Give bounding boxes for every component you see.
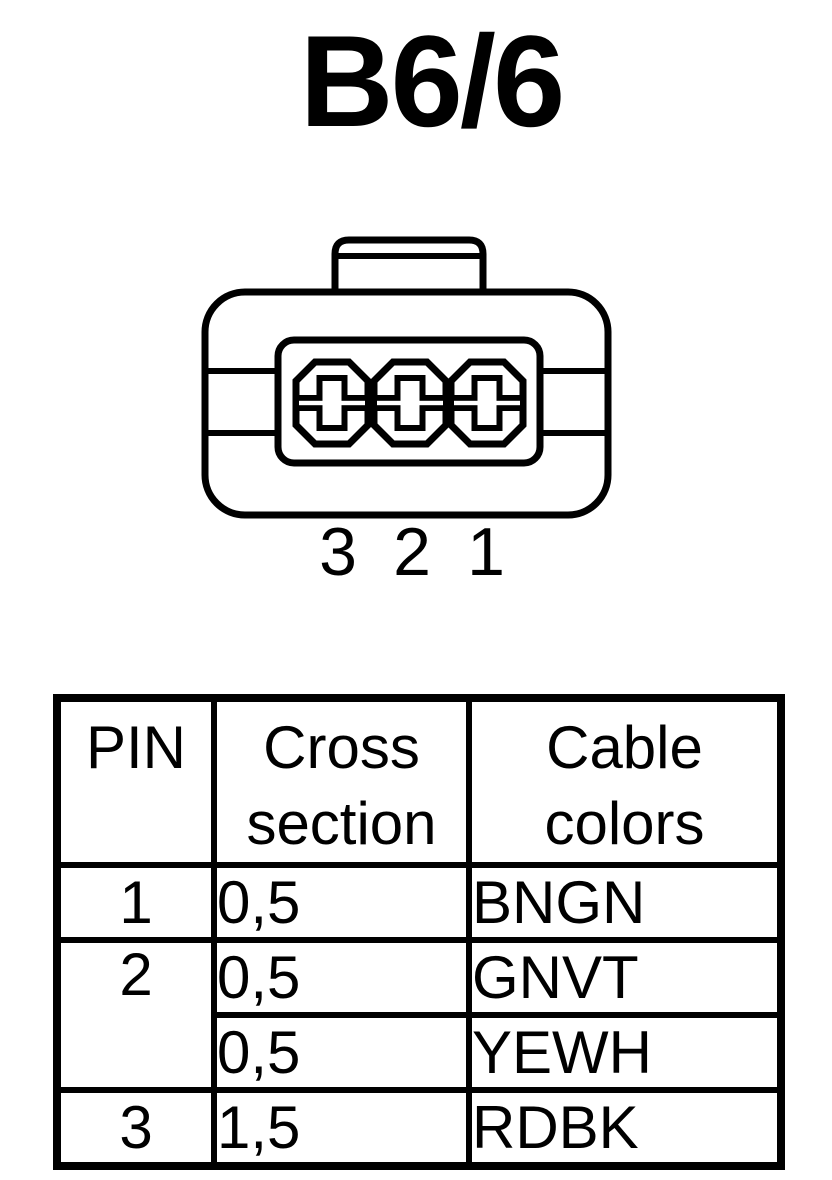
col-header-pin: PIN [54,695,217,868]
pin-1-icon [447,358,527,448]
housing-key-lines [207,368,606,436]
pin-3-icon [292,358,372,448]
pinout-table: PIN Cross section Cable colors 1 0,5 BNG… [53,694,785,1170]
cross-section-cell: 0,5 [211,1012,472,1093]
connector-diagram-icon [201,236,612,519]
table-row: 3 1,5 RDBK [54,1087,784,1169]
cable-color-cell: RDBK [466,1087,784,1169]
pin-number-label-1: 1 [467,514,505,590]
cable-color-cell: YEWH [466,1012,784,1093]
connector-latch-tab [331,236,487,296]
cross-section-cell: 1,5 [211,1087,472,1169]
table-row: 0,5 YEWH [57,1012,784,1093]
table-row: 2 0,5 GNVT [54,937,784,1093]
pin-number-label-3: 3 [319,514,357,590]
pin-cell: 3 [54,1087,217,1169]
cross-section-cell: 0,5 [211,937,472,1018]
col-header-cross-section: Cross section [211,695,472,868]
pin-cell: 2 [54,937,217,1093]
pin-number-label-2: 2 [393,514,431,590]
cable-color-cell: GNVT [466,937,784,1018]
cable-color-cell: BNGN [466,862,784,943]
col-header-cable-colors: Cable colors [466,695,784,868]
table-header-row: PIN Cross section Cable colors [54,695,784,868]
pin-cell: 1 [54,862,217,943]
table-row: 1 0,5 BNGN [54,862,784,943]
connector-title: B6/6 [299,8,566,154]
cross-section-cell: 0,5 [211,862,472,943]
pin-2-icon [370,358,450,448]
